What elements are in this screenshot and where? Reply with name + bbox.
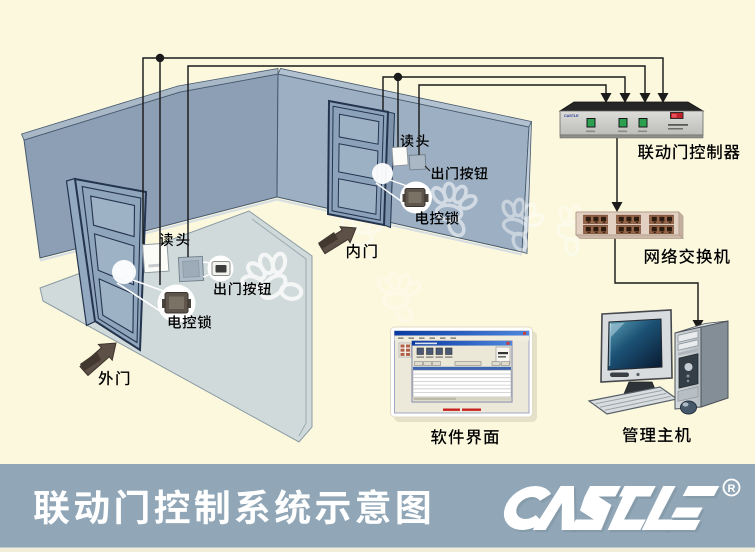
svg-text:CASTLE: CASTLE (564, 114, 579, 118)
svg-text:R: R (728, 483, 736, 495)
